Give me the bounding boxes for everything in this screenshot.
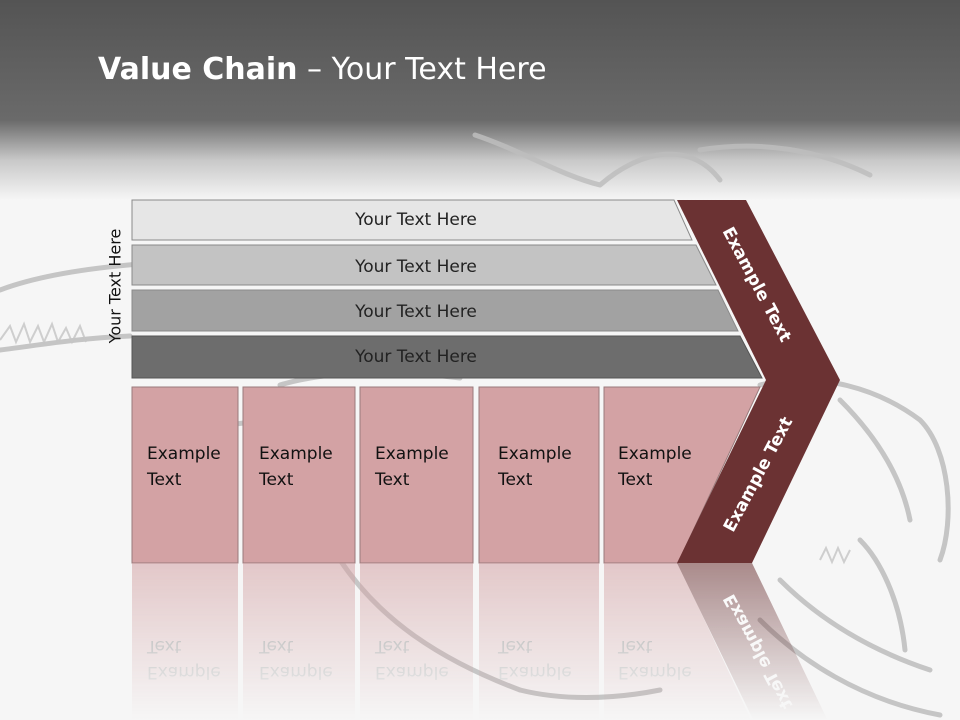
bar-4-label: Your Text Here bbox=[354, 347, 477, 367]
refl-box-3-line1: Example bbox=[375, 662, 449, 682]
refl-box-1-line2: Text bbox=[146, 636, 182, 656]
refl-box-4-line1: Example bbox=[498, 662, 572, 682]
box-4-line2: Text bbox=[497, 470, 533, 490]
bar-2-label: Your Text Here bbox=[354, 257, 477, 277]
reflection: Example Text Example Text Example Text E… bbox=[132, 563, 828, 720]
box-4-line1: Example bbox=[498, 444, 572, 464]
chevron-upper bbox=[677, 200, 840, 380]
bar-4 bbox=[131, 335, 763, 379]
box-4 bbox=[478, 386, 600, 564]
bar-2 bbox=[131, 244, 717, 286]
title-rest: – Your Text Here bbox=[297, 52, 547, 87]
refl-box-4-line2: Text bbox=[497, 636, 533, 656]
refl-box-2-line1: Example bbox=[259, 662, 333, 682]
title-bold: Value Chain bbox=[98, 52, 298, 87]
box-1-line2: Text bbox=[146, 470, 182, 490]
refl-box-2-line2: Text bbox=[258, 636, 294, 656]
box-5-line2: Text bbox=[617, 470, 653, 490]
support-activities: Your Text Here Your Text Here Your Text … bbox=[131, 199, 763, 379]
box-3-line1: Example bbox=[375, 444, 449, 464]
box-5-line1: Example bbox=[618, 444, 692, 464]
margin-chevron: Example Text Example Text bbox=[677, 200, 840, 563]
bar-1 bbox=[131, 199, 693, 241]
chevron-lower bbox=[677, 380, 840, 563]
box-3 bbox=[359, 386, 474, 564]
box-1-line1: Example bbox=[147, 444, 221, 464]
primary-activities: Example Text Example Text Example Text E… bbox=[131, 386, 761, 564]
refl-box-1-line1: Example bbox=[147, 662, 221, 682]
slide-title: Value Chain – Your Text Here bbox=[98, 52, 547, 87]
box-2-line2: Text bbox=[258, 470, 294, 490]
box-2-line1: Example bbox=[259, 444, 333, 464]
header-band bbox=[0, 0, 960, 200]
refl-box-5-line1: Example bbox=[618, 662, 692, 682]
bar-3 bbox=[131, 289, 739, 332]
box-3-line2: Text bbox=[374, 470, 410, 490]
box-2 bbox=[242, 386, 356, 564]
refl-box-3-line2: Text bbox=[374, 636, 410, 656]
bar-3-label: Your Text Here bbox=[354, 302, 477, 322]
bar-1-label: Your Text Here bbox=[354, 210, 477, 230]
refl-box-5-line2: Text bbox=[617, 636, 653, 656]
